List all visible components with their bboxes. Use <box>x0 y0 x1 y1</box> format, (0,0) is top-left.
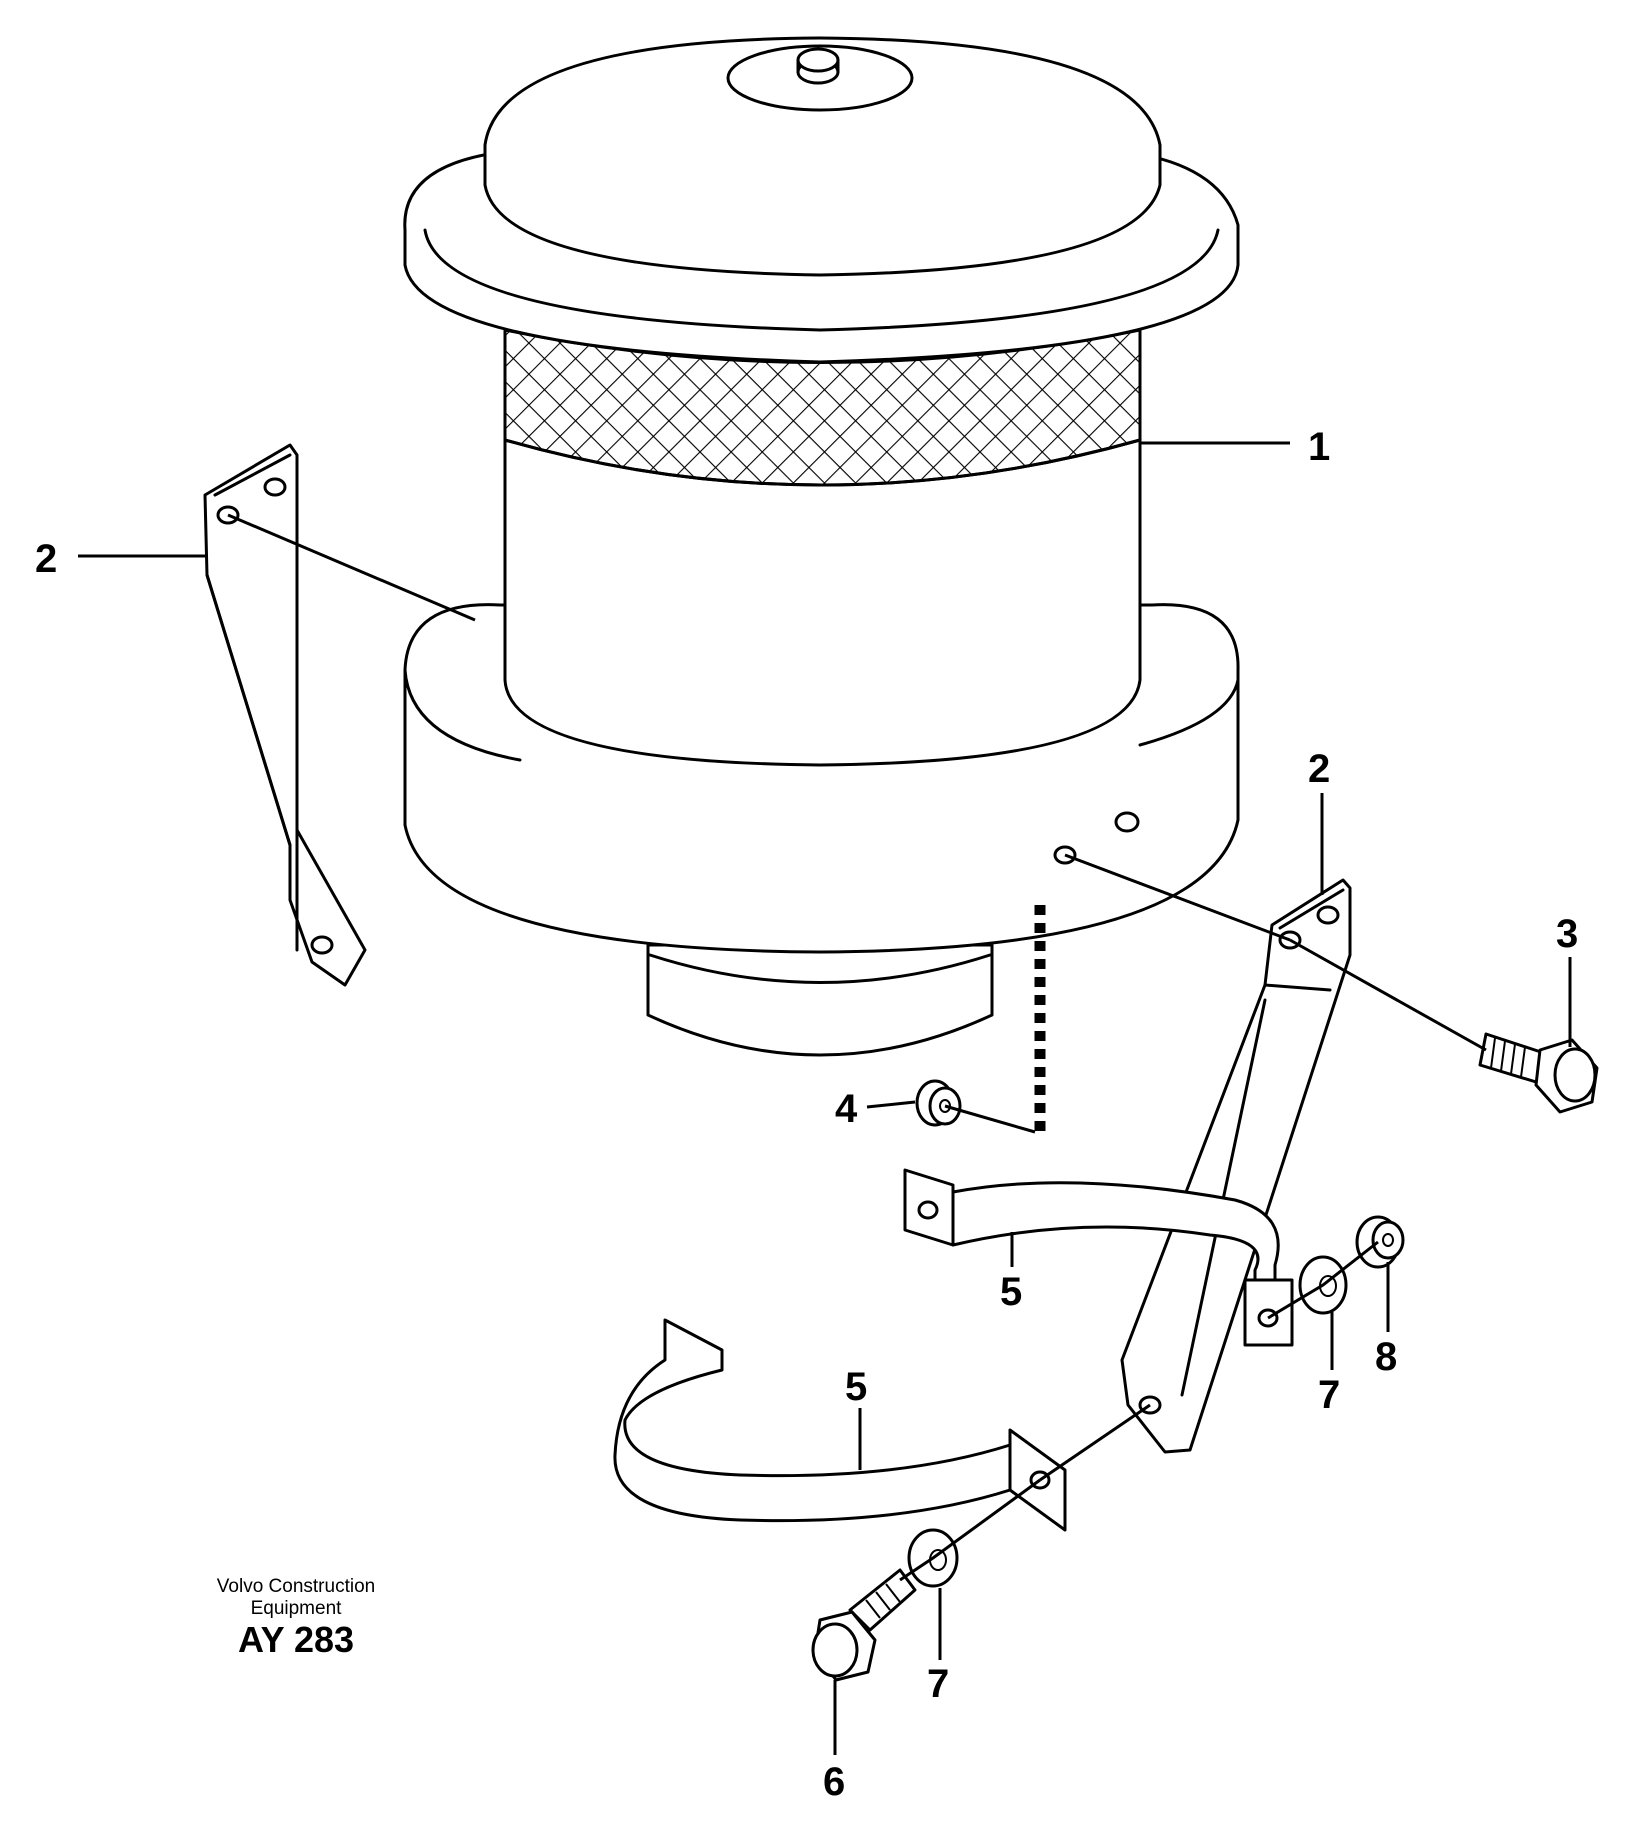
filter-mesh-band <box>503 328 1142 487</box>
bolt-part-6 <box>811 1568 917 1682</box>
callout-5-upper: 5 <box>1000 1270 1022 1314</box>
outlet-pipe <box>646 943 994 1057</box>
callout-5-lower: 5 <box>845 1365 867 1409</box>
callout-2-right: 2 <box>1308 747 1330 791</box>
bolt-part-3 <box>1478 1032 1599 1114</box>
callout-7-lower: 7 <box>927 1662 949 1706</box>
clamp-band-lower <box>613 1318 1067 1532</box>
callout-6: 6 <box>823 1760 845 1804</box>
mounting-hole-upper <box>1114 811 1140 833</box>
drawing-code: AY 283 <box>238 1619 354 1660</box>
credit-line-2: Equipment <box>251 1598 343 1619</box>
bracket-left <box>203 443 367 987</box>
nut-part-4 <box>915 1079 962 1127</box>
callout-4: 4 <box>835 1087 858 1131</box>
credit-line-1: Volvo Construction <box>217 1576 375 1597</box>
clamp-band-upper <box>903 1168 1294 1347</box>
callout-8: 8 <box>1375 1335 1397 1379</box>
flange-nut-part-8 <box>1355 1215 1405 1269</box>
filter-body-cylinder <box>503 438 1142 767</box>
callout-1: 1 <box>1308 425 1330 469</box>
air-filter-assembly <box>403 36 1240 1057</box>
assembly-lines <box>227 513 1487 1582</box>
callout-7-upper: 7 <box>1318 1373 1340 1417</box>
rain-cap-dome <box>483 36 1162 277</box>
callout-leaders <box>78 441 1572 1755</box>
callout-3: 3 <box>1556 912 1578 956</box>
callout-2-left: 2 <box>35 537 57 581</box>
bracket-right <box>1120 878 1352 1454</box>
